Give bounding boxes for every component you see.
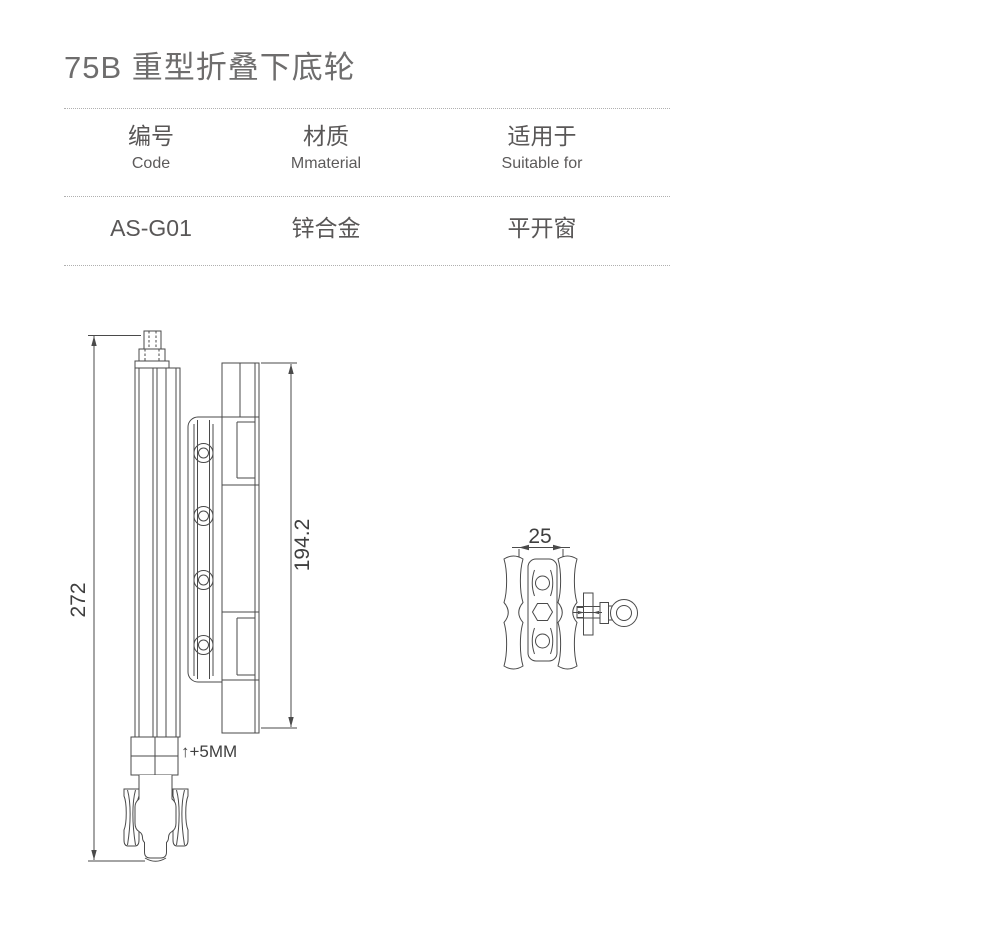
screw-hole	[193, 506, 214, 526]
tie-rod	[573, 592, 638, 636]
screw-hole	[193, 443, 214, 463]
wheel-carrier	[134, 775, 177, 859]
roller-assembly	[123, 775, 189, 862]
page-title: 75B 重型折叠下底轮	[64, 50, 356, 85]
adjustment-label: ↑+5MM	[181, 742, 237, 761]
divider-top	[64, 108, 670, 109]
column-header-code: 编号 Code	[64, 121, 238, 174]
header-material-cn: 材质	[303, 123, 349, 149]
bolt	[134, 330, 170, 369]
side-view-drawing: 272	[67, 330, 314, 862]
divider-bottom	[64, 265, 670, 266]
top-right-wheel	[557, 555, 578, 670]
header-material-en: Mmaterial	[290, 155, 362, 172]
body-hole	[535, 633, 550, 649]
header-code-cn: 编号	[128, 123, 174, 149]
spec-table-row: AS-G01 锌合金 平开窗	[64, 212, 670, 244]
divider-header	[64, 196, 670, 197]
dim-272-label: 272	[67, 582, 90, 617]
header-code-en: Code	[131, 155, 171, 172]
dimension-total-height: 272	[67, 335, 145, 862]
dimension-track-width: 25	[512, 525, 570, 557]
cell-suitable-for: 平开窗	[507, 215, 577, 241]
screw-hole	[193, 570, 214, 590]
spec-table-header: 编号 Code 材质 Mmaterial 适用于 Suitable for	[64, 121, 670, 174]
top-view-drawing: 25	[503, 525, 638, 670]
screw-hole	[193, 635, 214, 655]
dim-25-label: 25	[528, 525, 551, 548]
frame-profile	[134, 367, 181, 738]
dimension-hinge-height: 194.2	[261, 362, 314, 729]
header-suitable-cn: 适用于	[507, 123, 577, 149]
dim-194-label: 194.2	[291, 519, 314, 572]
cell-code: AS-G01	[110, 215, 192, 241]
top-left-wheel	[503, 555, 524, 670]
top-view-body	[527, 558, 558, 662]
adjustment-block	[130, 736, 179, 776]
header-suitable-en: Suitable for	[501, 155, 583, 172]
column-header-material: 材质 Mmaterial	[238, 121, 414, 174]
hex-nut-socket	[531, 603, 554, 621]
body-hole	[535, 575, 550, 591]
cell-material: 锌合金	[291, 215, 361, 241]
column-header-suitable: 适用于 Suitable for	[414, 121, 670, 174]
track-profile	[221, 362, 260, 734]
